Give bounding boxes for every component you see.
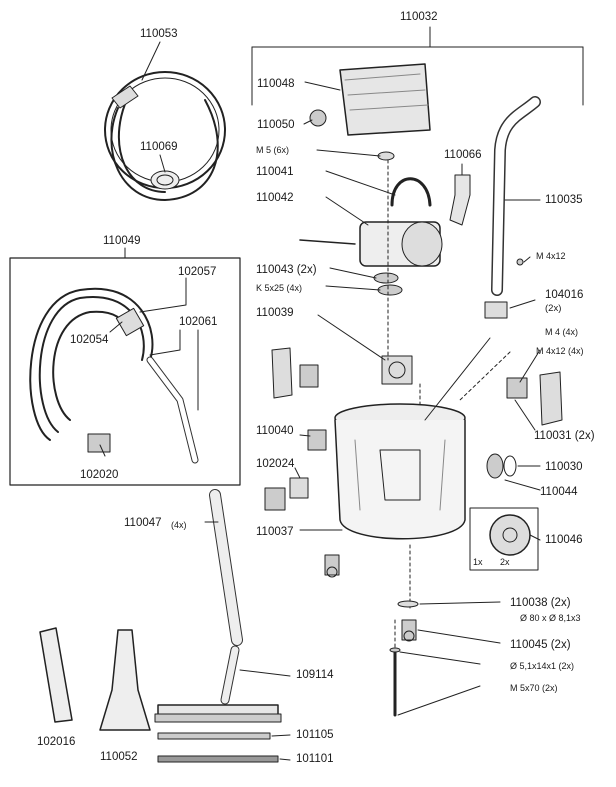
connector-102020	[87, 433, 111, 453]
label-qty-2x: 2x	[500, 557, 510, 567]
label-110030: 110030	[545, 461, 583, 473]
hose-cuff-110053	[111, 85, 180, 190]
label-m4x12-4x: M 4x12 (4x)	[536, 346, 584, 356]
label-110040: 110040	[256, 425, 294, 437]
seal-110030	[486, 453, 504, 479]
motor-110042	[299, 221, 443, 267]
clip-110040	[307, 429, 327, 451]
label-110069: 110069	[140, 141, 178, 153]
label-110041: 110041	[256, 166, 294, 178]
label-101101: 101101	[296, 753, 334, 765]
label-102024: 102024	[256, 458, 295, 470]
latch-110031	[506, 371, 563, 426]
bracket-110032	[251, 26, 584, 106]
strip-101101	[157, 755, 279, 763]
upholstery-tool-110052	[99, 629, 151, 731]
filter-bag-110048	[339, 63, 431, 136]
caster-left	[324, 554, 340, 578]
label-110038-dim: Ø 80 x Ø 8,1x3	[520, 613, 581, 623]
wheel-110046	[489, 514, 531, 556]
floor-tool-109114	[154, 645, 282, 723]
wands-110047	[209, 489, 243, 646]
clip-104016	[484, 301, 508, 319]
label-110047-qty: (4x)	[171, 520, 187, 530]
washer-110038	[397, 600, 419, 608]
label-110037: 110037	[256, 526, 294, 538]
label-104016-qty: (2x)	[545, 303, 562, 314]
elbow-110066	[449, 174, 471, 226]
label-m4-4x: M 4 (4x)	[545, 327, 579, 337]
label-k5x25: K 5x25 (4x)	[256, 283, 303, 293]
bracket-110041	[390, 177, 432, 207]
label-110045: 110045 (2x)	[510, 639, 571, 651]
label-110038: 110038 (2x)	[510, 597, 571, 609]
strip-101105	[157, 732, 271, 740]
label-110035: 110035	[545, 194, 583, 206]
hose-kit-box-110049	[9, 257, 241, 486]
label-109114: 109114	[296, 669, 334, 681]
label-102016: 102016	[37, 736, 76, 748]
label-110050: 110050	[257, 119, 295, 131]
label-102054: 102054	[70, 334, 109, 346]
label-110049: 110049	[103, 235, 141, 247]
handle-110035	[491, 96, 541, 296]
label-110031: 110031 (2x)	[534, 430, 595, 442]
label-110039: 110039	[256, 307, 294, 319]
label-qty-1x: 1x	[473, 557, 483, 567]
clip-110050	[309, 109, 327, 127]
tank-110037	[334, 403, 466, 540]
label-101105: 101105	[296, 729, 334, 741]
label-m5-6x: M 5 (6x)	[256, 145, 290, 155]
label-102061: 102061	[179, 316, 218, 328]
label-110066: 110066	[444, 149, 482, 161]
label-104016: 104016	[545, 289, 584, 301]
label-110046: 110046	[545, 534, 583, 546]
caster-110045	[401, 619, 417, 642]
label-110052: 110052	[100, 751, 138, 763]
label-110048: 110048	[257, 78, 295, 90]
label-110032: 110032	[400, 11, 438, 23]
label-110043: 110043 (2x)	[256, 264, 317, 276]
label-m5x70: M 5x70 (2x)	[510, 683, 558, 693]
label-110042: 110042	[256, 192, 294, 204]
label-102057: 102057	[178, 266, 217, 278]
label-110047: 110047	[124, 517, 162, 529]
wand-102061	[115, 307, 199, 464]
label-washer-5: Ø 5,1x14x1 (2x)	[510, 661, 575, 671]
label-m4x12: M 4x12	[536, 251, 566, 261]
label-110053: 110053	[140, 28, 178, 40]
crevice-tool-102016	[39, 627, 73, 723]
label-102020: 102020	[80, 469, 119, 481]
label-110044: 110044	[540, 486, 578, 498]
plate-110039	[381, 355, 413, 385]
latch-left	[271, 347, 319, 399]
filter-102024	[264, 477, 309, 511]
